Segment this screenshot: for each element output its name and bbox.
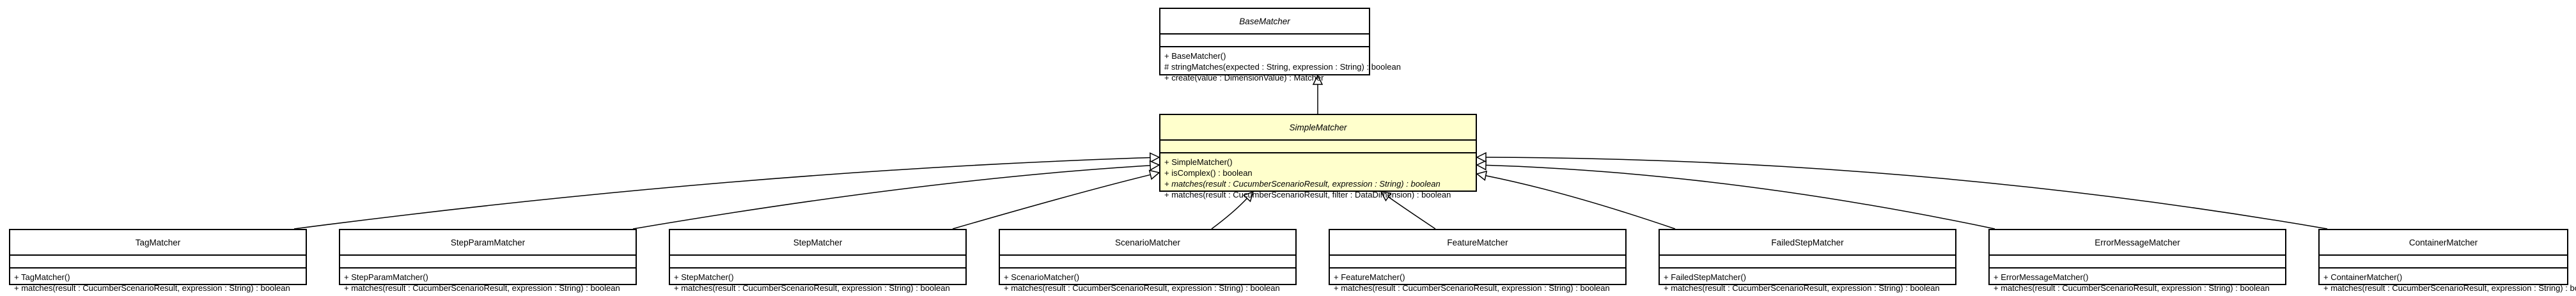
operation: + matches(result : CucumberScenarioResul…: [1164, 179, 1440, 189]
inheritance-arrowhead-icon: [1380, 191, 1392, 202]
operation: + StepParamMatcher(): [344, 272, 428, 282]
operation: + isComplex() : boolean: [1164, 168, 1253, 178]
operations-compartment: + TagMatcher()+ matches(result : Cucumbe…: [10, 269, 306, 296]
inheritance-edges: [293, 74, 2328, 230]
class-name: StepMatcher: [670, 230, 965, 256]
operation: + FailedStepMatcher(): [1664, 272, 1746, 282]
class-box-step-param-matcher: StepParamMatcher + StepParamMatcher()+ ma…: [339, 229, 637, 293]
attributes-compartment: [670, 256, 965, 269]
class-box-failed-step-matcher: FailedStepMatcher + FailedStepMatcher()+ …: [1659, 229, 1956, 293]
operations-compartment: + FeatureMatcher()+ matches(result : Cuc…: [1330, 269, 1625, 296]
class-name: BaseMatcher: [1160, 9, 1369, 35]
attributes-compartment: [1660, 256, 1955, 269]
class-box-feature-matcher: FeatureMatcher + FeatureMatcher()+ matche…: [1329, 229, 1627, 293]
operation: + StepMatcher(): [674, 272, 734, 282]
generalization-line-scenario-matcher: [1211, 198, 1247, 230]
inheritance-arrowhead-icon: [1476, 152, 1487, 163]
inheritance-arrowhead-icon: [1476, 170, 1488, 181]
attributes-compartment: [1160, 35, 1369, 47]
operation: + ScenarioMatcher(): [1004, 272, 1080, 282]
generalization-line-step-param-matcher: [632, 165, 1151, 230]
generalization-line-step-matcher: [952, 174, 1151, 230]
class-box-tag-matcher: TagMatcher + TagMatcher()+ matches(result…: [9, 229, 307, 293]
class-name: ScenarioMatcher: [1000, 230, 1295, 256]
generalization-line-failed-step-matcher: [1485, 175, 1676, 230]
operation: + create(value : DimensionValue) : Match…: [1164, 73, 1324, 82]
generalization-line-error-message-matcher: [1485, 164, 1995, 230]
generalization-line-tag-matcher: [293, 157, 1151, 230]
class-name: SimpleMatcher: [1160, 115, 1476, 141]
operation: + BaseMatcher(): [1164, 51, 1226, 61]
class-box-error-message-matcher: ErrorMessageMatcher + ErrorMessageMatcher…: [1988, 229, 2286, 293]
operations-compartment: + StepMatcher()+ matches(result : Cucumb…: [670, 269, 965, 296]
operation: + FeatureMatcher(): [1334, 272, 1405, 282]
class-name: StepParamMatcher: [340, 230, 636, 256]
inheritance-arrowhead-icon: [1149, 152, 1160, 163]
operation: + SimpleMatcher(): [1164, 157, 1233, 167]
operations-compartment: + ContainerMatcher()+ matches(result : C…: [2320, 269, 2576, 296]
class-box-base-matcher: BaseMatcher + BaseMatcher()# stringMatche…: [1159, 8, 1401, 82]
class-box-container-matcher: ContainerMatcher + ContainerMatcher()+ ma…: [2318, 229, 2576, 293]
operation: + matches(result : CucumberScenarioResul…: [1164, 190, 1451, 199]
attributes-compartment: [2320, 256, 2567, 269]
class-box-simple-matcher: SimpleMatcher + SimpleMatcher()+ isComple…: [1159, 114, 1477, 199]
class-name: ErrorMessageMatcher: [1990, 230, 2285, 256]
operations-compartment: + ScenarioMatcher()+ matches(result : Cu…: [1000, 269, 1295, 296]
class-box-step-matcher: StepMatcher + StepMatcher()+ matches(resu…: [669, 229, 967, 293]
attributes-compartment: [10, 256, 306, 269]
operations-compartment: + SimpleMatcher()+ isComplex() : boolean…: [1160, 153, 1476, 203]
operations-compartment: + BaseMatcher()# stringMatches(expected …: [1160, 47, 1401, 86]
attributes-compartment: [1000, 256, 1295, 269]
operations-compartment: + FailedStepMatcher()+ matches(result : …: [1660, 269, 1955, 296]
operations-compartment: + StepParamMatcher()+ matches(result : C…: [340, 269, 636, 296]
class-name: TagMatcher: [10, 230, 306, 256]
class-name: ContainerMatcher: [2320, 230, 2567, 256]
inheritance-arrowhead-icon: [1148, 169, 1160, 180]
class-name: FeatureMatcher: [1330, 230, 1625, 256]
inheritance-arrowhead-icon: [1476, 160, 1487, 171]
attributes-compartment: [1160, 141, 1476, 153]
operation: + ErrorMessageMatcher(): [1994, 272, 2089, 282]
class-name: FailedStepMatcher: [1660, 230, 1955, 256]
operation: + TagMatcher(): [14, 272, 70, 282]
operation: + ContainerMatcher(): [2323, 272, 2403, 282]
generalization-line-container-matcher: [1485, 157, 2328, 230]
attributes-compartment: [1990, 256, 2285, 269]
uml-diagram: BaseMatcher + BaseMatcher()# stringMatche…: [9, 8, 2576, 293]
class-box-scenario-matcher: ScenarioMatcher + ScenarioMatcher()+ matc…: [999, 229, 1297, 293]
inheritance-arrowhead-icon: [1312, 74, 1323, 85]
attributes-compartment: [340, 256, 636, 269]
inheritance-arrowhead-icon: [1242, 191, 1254, 203]
generalization-line-feature-matcher: [1388, 196, 1436, 230]
attributes-compartment: [1330, 256, 1625, 269]
inheritance-arrowhead-icon: [1149, 160, 1160, 171]
operations-compartment: + ErrorMessageMatcher()+ matches(result …: [1990, 269, 2285, 296]
operation: # stringMatches(expected : String, expre…: [1164, 62, 1401, 72]
